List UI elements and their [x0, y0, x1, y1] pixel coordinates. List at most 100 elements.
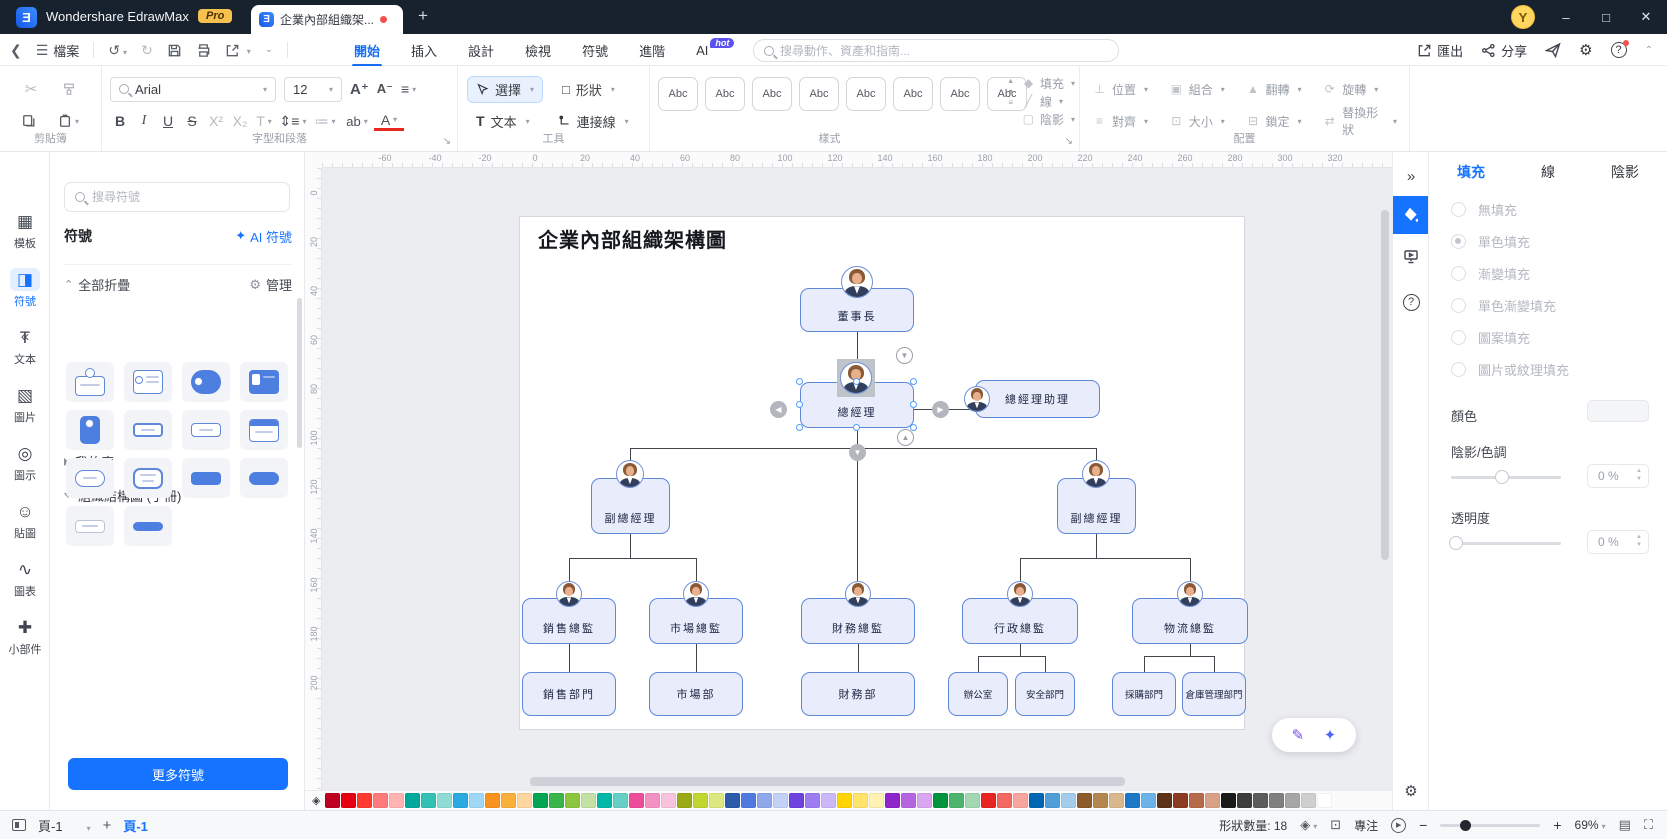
zoom-slider[interactable] [1440, 819, 1541, 831]
style-preset-4[interactable]: Abc [799, 77, 839, 111]
palette-color-swatch[interactable] [1173, 793, 1189, 808]
more-symbols-button[interactable]: 更多符號 [68, 758, 288, 790]
ai-assistant-pill[interactable]: ✎✦ [1272, 718, 1356, 752]
palette-color-swatch[interactable] [725, 793, 741, 808]
palette-color-swatch[interactable] [1013, 793, 1029, 808]
text-style-button[interactable]: T▾ [256, 113, 272, 129]
decrease-font-icon[interactable]: A⁻ [376, 81, 393, 96]
bold-button[interactable]: B [114, 113, 126, 129]
quick-add-up-icon[interactable]: ▲ [897, 429, 914, 446]
font-color-button[interactable]: A▾ [374, 111, 404, 131]
quick-add-down-icon[interactable]: ▼ [896, 347, 913, 364]
ai-pen-icon[interactable]: ✎ [1291, 727, 1305, 744]
sidebar-item-圖片[interactable]: ▧圖片 [0, 384, 50, 425]
styles-scroll-up-icon[interactable]: ▴ [1008, 76, 1013, 85]
fill-option-單色漸變填充[interactable]: 單色漸變填充 [1451, 296, 1556, 315]
close-button[interactable]: ✕ [1640, 9, 1652, 24]
symbol-thumb-square-blue-avatar[interactable] [66, 410, 114, 450]
styles-group-expander-icon[interactable]: ↘ [1064, 136, 1073, 147]
palette-color-swatch[interactable] [501, 793, 517, 808]
palette-color-swatch[interactable] [1093, 793, 1109, 808]
palette-color-swatch[interactable] [1253, 793, 1269, 808]
selection-handle[interactable] [910, 378, 917, 385]
canvas-settings-gear-icon[interactable]: ⚙ [1404, 783, 1418, 800]
subscript-button[interactable]: X₂ [232, 113, 248, 129]
palette-color-swatch[interactable] [661, 793, 677, 808]
palette-color-swatch[interactable] [677, 793, 693, 808]
selection-handle[interactable] [910, 424, 917, 431]
share-button[interactable]: 分享 [1481, 41, 1527, 60]
symbol-thumb-rounded-outline[interactable] [124, 458, 172, 498]
palette-color-swatch[interactable] [1109, 793, 1125, 808]
symbol-thumb-card-avatar-left[interactable] [124, 362, 172, 402]
format-tab-陰影[interactable]: 陰影 [1611, 164, 1639, 180]
palette-color-swatch[interactable] [581, 793, 597, 808]
palette-color-swatch[interactable] [613, 793, 629, 808]
palette-color-swatch[interactable] [693, 793, 709, 808]
menu-符號[interactable]: 符號 [580, 34, 610, 66]
underline-button[interactable]: U [162, 113, 174, 129]
palette-color-swatch[interactable] [549, 793, 565, 808]
add-page-button[interactable]: + [102, 816, 112, 834]
style-preset-6[interactable]: Abc [893, 77, 933, 111]
fill-option-單色填充[interactable]: 單色填充 [1451, 232, 1530, 251]
minimize-button[interactable]: – [1562, 9, 1570, 25]
palette-color-swatch[interactable] [1061, 793, 1077, 808]
format-painter-icon[interactable] [62, 82, 76, 96]
palette-color-swatch[interactable] [357, 793, 373, 808]
user-avatar[interactable]: Y [1511, 5, 1535, 29]
fit-screen-icon[interactable]: ⛶ [1643, 817, 1653, 832]
org-node-admin-director[interactable]: 行政總監 [962, 598, 1078, 644]
palette-color-swatch[interactable] [421, 793, 437, 808]
palette-color-swatch[interactable] [981, 793, 997, 808]
palette-color-swatch[interactable] [373, 793, 389, 808]
collapse-all-button[interactable]: ⌃ 全部折疊 [64, 278, 131, 293]
select-tool-button[interactable]: 選擇▾ [466, 75, 544, 103]
zoom-level[interactable]: 69%▾ [1574, 818, 1606, 832]
palette-color-swatch[interactable] [789, 793, 805, 808]
font-size-select[interactable]: 12 ▾ [284, 76, 342, 102]
palette-color-swatch[interactable] [533, 793, 549, 808]
page-dropdown[interactable]: 頁-1▾ [38, 818, 91, 834]
symbol-thumb-pill-blue-avatar[interactable] [182, 362, 230, 402]
file-menu-button[interactable]: ☰ 檔案 [35, 42, 80, 59]
zoom-slider-knob[interactable] [1460, 819, 1472, 831]
palette-color-swatch[interactable] [901, 793, 917, 808]
frame-icon[interactable]: ⊡ [1330, 817, 1342, 832]
font-family-select[interactable]: Arial ▾ [110, 76, 276, 102]
ai-sparkle-icon[interactable]: ✦ [1323, 727, 1337, 744]
palette-color-swatch[interactable] [453, 793, 469, 808]
palette-color-swatch[interactable] [1029, 793, 1045, 808]
palette-color-swatch[interactable] [469, 793, 485, 808]
play-circle-icon[interactable]: ▶ [1391, 817, 1407, 833]
opacity-slider-knob[interactable] [1449, 536, 1463, 550]
menu-檢視[interactable]: 檢視 [523, 34, 553, 66]
styles-scroll-down-icon[interactable]: ▾ [1008, 87, 1013, 96]
palette-color-swatch[interactable] [853, 793, 869, 808]
palette-color-swatch[interactable] [1141, 793, 1157, 808]
palette-color-swatch[interactable] [757, 793, 773, 808]
palette-color-swatch[interactable] [773, 793, 789, 808]
symbol-search-input[interactable] [92, 190, 279, 204]
paste-icon[interactable]: ▾ [58, 114, 79, 128]
palette-color-swatch[interactable] [341, 793, 357, 808]
palette-color-swatch[interactable] [1125, 793, 1141, 808]
superscript-button[interactable]: X² [209, 113, 223, 129]
document-tab[interactable]: E 企業內部組織架... [251, 5, 403, 34]
symbol-thumb-rect-outline[interactable] [124, 410, 172, 450]
arrange-替換形狀-button[interactable]: ⇄替換形狀▾ [1322, 104, 1397, 138]
spinner-icon[interactable]: ▲▼ [1636, 468, 1642, 483]
save-button[interactable] [167, 42, 182, 58]
menu-插入[interactable]: 插入 [409, 34, 439, 66]
fill-option-無填充[interactable]: 無填充 [1451, 200, 1517, 219]
org-node-sales-dept[interactable]: 銷售部門 [522, 672, 616, 716]
填充-button[interactable]: ◆填充▾ [1021, 74, 1075, 92]
palette-color-swatch[interactable] [645, 793, 661, 808]
arrange-鎖定-button[interactable]: ⊟鎖定▾ [1246, 113, 1321, 130]
format-tab-填充[interactable]: 填充 [1457, 164, 1485, 180]
palette-color-swatch[interactable] [997, 793, 1013, 808]
palette-color-swatch[interactable] [565, 793, 581, 808]
selection-handle[interactable] [796, 378, 803, 385]
palette-color-swatch[interactable] [869, 793, 885, 808]
symbol-thumb-bar-blue[interactable] [124, 506, 172, 546]
